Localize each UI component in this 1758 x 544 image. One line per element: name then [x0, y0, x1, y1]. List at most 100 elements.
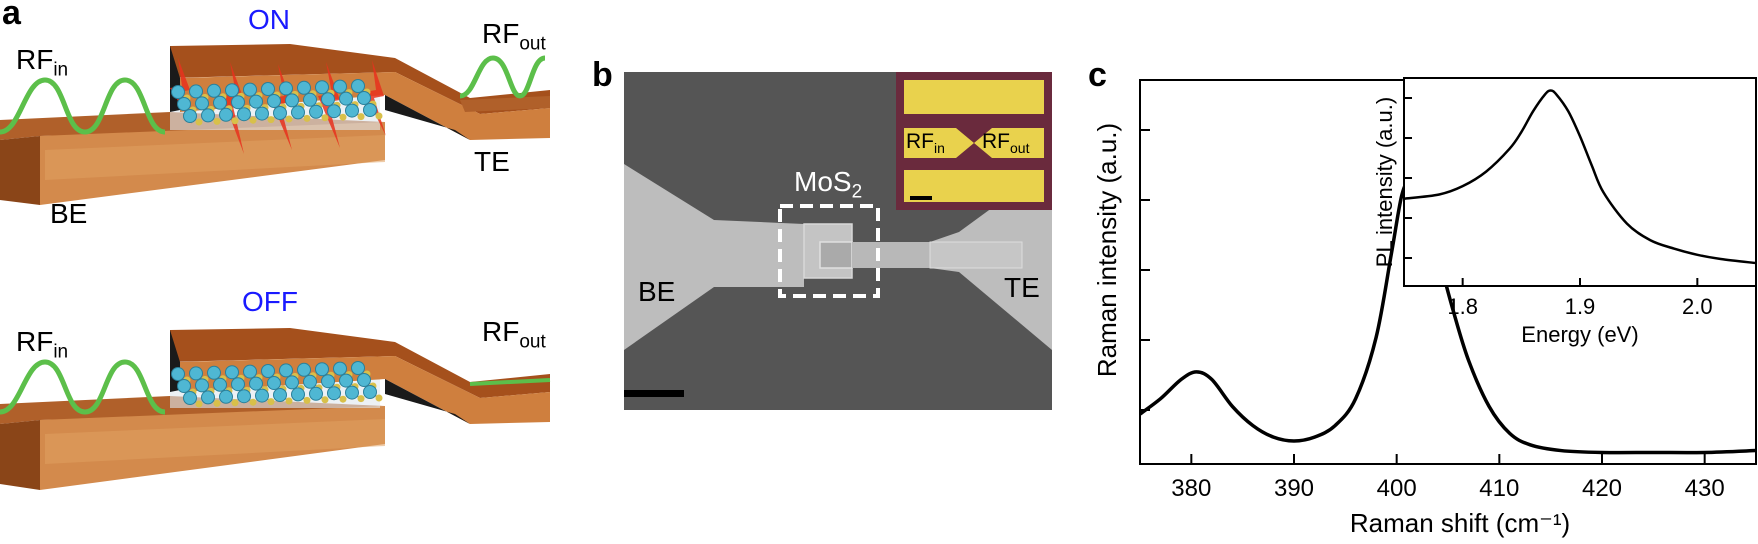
s-atom	[303, 114, 311, 122]
mos2-dashed-box	[778, 204, 880, 298]
mo-atom	[321, 92, 335, 107]
s-atom	[375, 112, 383, 120]
mo-atom	[237, 107, 251, 122]
mo-atom	[201, 108, 215, 123]
s-atom	[321, 396, 329, 404]
raman-x-tick-label: 430	[1685, 475, 1725, 502]
mo-atom	[303, 374, 317, 389]
mo-atom	[309, 104, 323, 119]
s-atom	[321, 114, 329, 122]
mo-atom	[183, 109, 197, 123]
mo-atom	[213, 95, 227, 110]
mo-atom	[339, 373, 353, 388]
mo-atom	[327, 386, 341, 401]
mo-atom	[267, 94, 281, 108]
mo-atom	[351, 79, 365, 93]
mo-atom	[363, 385, 377, 399]
sem-device	[624, 164, 1052, 397]
mo-atom	[249, 94, 263, 109]
mo-atom	[243, 82, 257, 97]
raman-x-axis-label: Raman shift (cm⁻¹)	[1350, 508, 1570, 538]
mo-atom	[249, 376, 263, 391]
mo-atom	[189, 366, 203, 381]
mo-atom	[315, 362, 329, 377]
mo-atom	[285, 93, 299, 108]
mo-atom	[339, 91, 353, 106]
s-atom	[339, 395, 347, 403]
be-label-a: BE	[50, 198, 88, 229]
inset-rf-in-label: RFin	[906, 130, 945, 157]
mo-atom	[189, 84, 203, 99]
mo-atom	[279, 363, 293, 378]
mo-atom	[195, 96, 209, 111]
mo-atom	[231, 377, 245, 392]
rf-out-label-top: RFout	[482, 18, 546, 55]
mo-atom	[267, 376, 281, 390]
mo-atom	[225, 83, 239, 98]
mo-atom	[171, 85, 185, 99]
s-atom	[285, 397, 293, 405]
top-electrode-top	[170, 44, 550, 114]
s-atom	[285, 115, 293, 123]
rf-in-label-top: RFin	[16, 44, 69, 81]
mo-atom	[207, 83, 221, 98]
mo-atom	[351, 361, 365, 375]
s-atom	[303, 396, 311, 404]
off-state-schematic	[0, 328, 551, 490]
raman-chart: Raman intensity (a.u.) Raman shift (cm⁻¹…	[1092, 77, 1757, 538]
s-atom	[195, 118, 203, 126]
s-atom	[267, 398, 275, 406]
pl-x-axis-label: Energy (eV)	[1521, 322, 1638, 347]
optical-inset: RFin RFout	[896, 72, 1052, 210]
s-atom	[231, 117, 239, 125]
mo-atom	[321, 374, 335, 389]
mo-atom	[207, 365, 221, 380]
mo-atom	[303, 92, 317, 107]
mo-atom	[357, 91, 371, 105]
mo-atom	[255, 388, 269, 403]
mo-atom	[231, 95, 245, 110]
rf-in-wave-off	[0, 359, 166, 415]
te-label-a: TE	[474, 146, 510, 177]
rf-out-label-bottom: RFout	[482, 316, 546, 353]
be-label-b: BE	[638, 276, 676, 307]
mo-atom	[261, 364, 275, 378]
switch-schematic	[0, 44, 551, 490]
s-atom	[213, 399, 221, 407]
mo-atom	[327, 104, 341, 119]
raman-x-tick-label: 400	[1377, 475, 1417, 502]
s-atom	[357, 113, 365, 121]
mo-atom	[237, 389, 251, 404]
mo-atom	[363, 103, 377, 117]
rf-in-label-bottom: RFin	[16, 326, 69, 363]
s-atom	[375, 394, 383, 402]
pl-x-tick-label: 2.0	[1682, 294, 1713, 319]
mos2-label: MoS2	[794, 166, 863, 203]
mo-atom	[261, 82, 275, 96]
s-atom	[249, 398, 257, 406]
mos2-atoms-on	[171, 79, 383, 126]
rf-out-line-off	[469, 378, 551, 386]
mo-atom	[201, 390, 215, 405]
mo-atom	[273, 388, 287, 402]
s-atom	[249, 116, 257, 124]
mo-atom	[219, 389, 233, 404]
mo-atom	[297, 80, 311, 95]
inset-rf-out-label: RFout	[982, 130, 1030, 157]
on-state-schematic	[0, 44, 550, 205]
te-label-b: TE	[1004, 272, 1040, 303]
s-atom	[213, 117, 221, 125]
raman-x-tick-label: 390	[1274, 475, 1314, 502]
mo-atom	[285, 375, 299, 390]
mo-atom	[255, 106, 269, 121]
mo-atom	[171, 367, 185, 381]
raman-x-tick-label: 380	[1171, 475, 1211, 502]
mo-atom	[279, 81, 293, 96]
mo-atom	[291, 387, 305, 402]
mo-atom	[225, 365, 239, 380]
inset-scale-bar	[910, 196, 932, 200]
mo-atom	[219, 107, 233, 122]
mo-atom	[273, 106, 287, 120]
on-state-label: ON	[248, 4, 290, 35]
rf-out-wave-on	[459, 55, 546, 99]
